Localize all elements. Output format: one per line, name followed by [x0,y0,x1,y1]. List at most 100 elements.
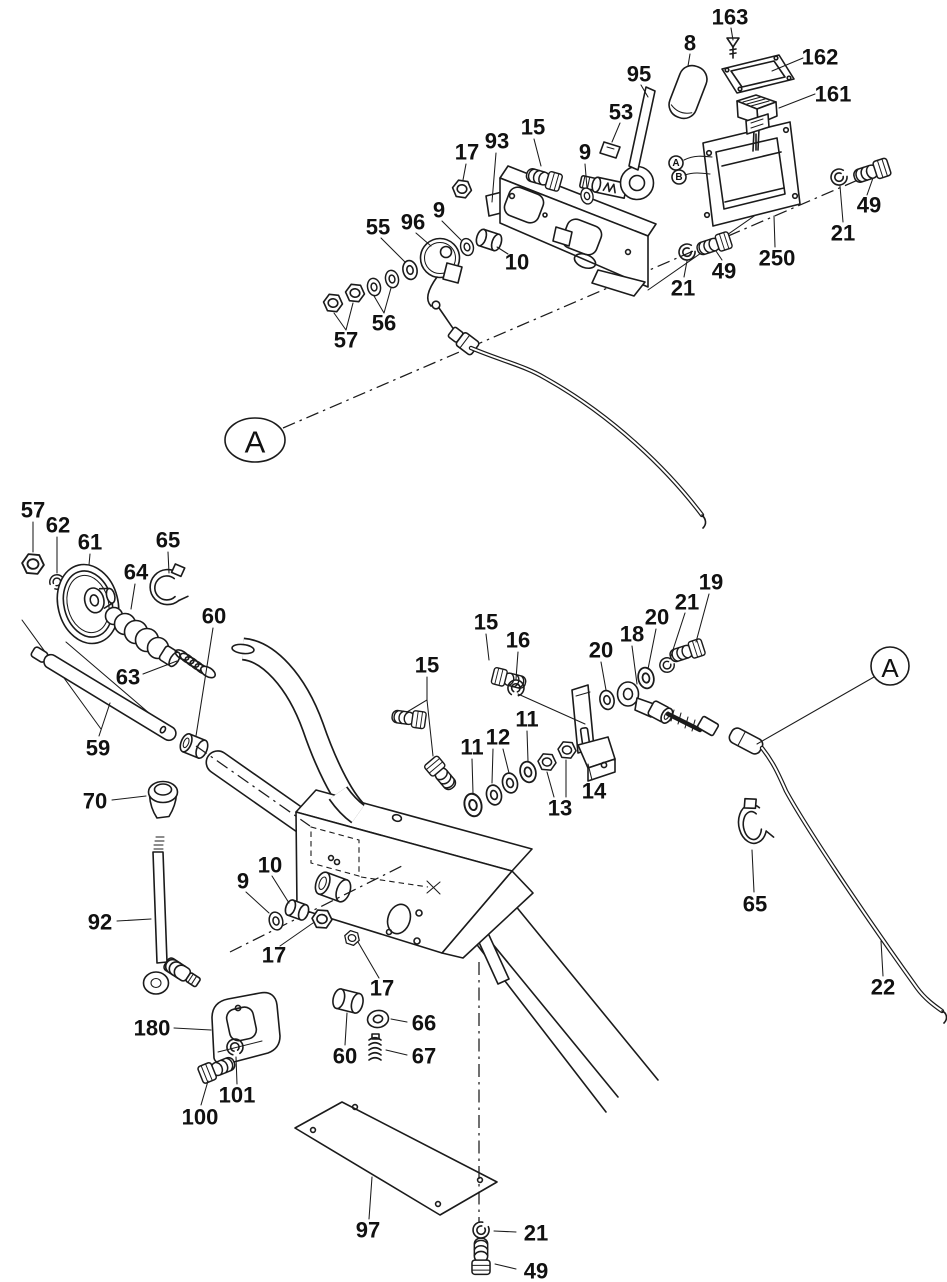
part-19-bolt [667,637,707,666]
part-9-washer-housing [266,909,286,933]
top-assembly [321,37,893,529]
part-70-knob [147,780,179,819]
part-162-plate [721,54,795,94]
part-63-spring [174,649,216,679]
part-label-8-1: 8 [684,31,696,56]
part-label-21-19: 21 [831,221,855,246]
part-10-bushing-top [475,228,503,252]
part-15-bolt-mid-a [490,666,529,693]
part-8-grip [668,64,708,120]
axis-line-view-a-top [282,179,859,429]
part-15-bolt-diagonal [422,754,461,794]
part-label-63-26: 63 [116,665,140,690]
part-97-plate [294,1101,498,1216]
part-96-cam-disc [419,237,463,335]
part-12-washer-a [483,782,505,808]
part-label-56-14: 56 [372,311,396,336]
part-22-cable [665,709,947,1024]
part-21-ring-left [676,241,698,263]
part-label-161-3: 161 [815,82,852,107]
part-label-97-54: 97 [356,1218,380,1243]
part-label-10-11: 10 [505,250,529,275]
part-label-61-23: 61 [78,530,102,555]
part-57-nut-bottom [20,552,46,576]
part-label-49-56: 49 [524,1259,548,1282]
part-label-100-50: 100 [182,1105,219,1130]
part-label-21-40: 21 [675,590,699,615]
view-a-right-circle [870,646,910,686]
part-label-20-39: 20 [645,605,669,630]
part-label-180-48: 180 [134,1016,171,1041]
clip-16-leader-line [517,693,586,725]
view-callouts: A A [224,417,910,686]
part-label-93-9: 93 [485,129,509,154]
view-a-top-label: A [245,425,266,460]
part-57-nuts-top [321,283,367,313]
part-61-wheel [56,563,120,645]
handlebar-centerline [195,745,311,827]
part-label-65-24: 65 [156,528,180,553]
part-180-bracket [211,991,281,1065]
handle-assembly [20,552,947,1276]
part-10-bushing-housing [284,899,310,921]
part-11-washer-b [517,759,539,785]
pivot-axis-dashed [229,865,403,953]
part-label-59-28: 59 [86,736,110,761]
part-label-250-18: 250 [759,246,796,271]
part-label-49-20: 49 [857,193,881,218]
part-56-washers [365,268,401,298]
view-a-top-circle [224,417,286,463]
part-17-nut-top [450,178,474,200]
wire-markers-layer: AB [668,155,713,185]
main-housing [295,789,534,959]
part-label-9-7: 9 [579,140,591,165]
part-14-bracket [571,684,616,782]
wire-marker-label-A: A [672,158,679,169]
part-18-link [616,681,674,724]
part-161-switch [736,94,778,151]
part-59-rod [30,646,177,742]
part-12-washer-b [499,770,521,796]
part-250-bracket [702,121,801,227]
part-label-10-45: 10 [258,853,282,878]
part-label-96-13: 96 [401,210,425,235]
part-label-57-21: 57 [21,498,45,523]
view-a-right-label: A [881,653,899,683]
part-label-21-16: 21 [671,276,695,301]
part-label-9-10: 9 [433,198,445,223]
view-a-right-leader [756,676,875,745]
part-60-bushing-lower [332,988,364,1014]
part-label-9-44: 9 [237,869,249,894]
part-label-60-51: 60 [333,1044,357,1069]
part-49-bolt-bottom [471,1237,491,1276]
part-65-clamp-right [737,797,775,845]
part-label-18-38: 18 [620,622,644,647]
part-label-13-35: 13 [548,796,572,821]
part-55-washer [400,258,420,282]
part-label-17-46: 17 [262,943,286,968]
handle-loop-tube-front [328,786,365,824]
wire-leads [683,155,713,176]
part-label-66-52: 66 [412,1011,436,1036]
part-95-lever-assembly [578,86,656,206]
part-label-95-4: 95 [627,62,651,87]
part-label-16-30: 16 [506,628,530,653]
part-label-20-37: 20 [589,638,613,663]
part-label-57-15: 57 [334,328,358,353]
part-17-nut-b [342,928,362,948]
part-11-washer-a [461,790,485,820]
part-label-70-42: 70 [83,789,107,814]
part-label-65-57: 65 [743,892,767,917]
part-label-22-58: 22 [871,975,895,1000]
part-label-17-47: 17 [370,976,394,1001]
part-label-62-22: 62 [46,513,70,538]
part-95-lever-rod [628,86,656,171]
part-label-162-2: 162 [802,45,839,70]
leader-lines [32,27,884,1270]
part-21-ring-right [828,166,850,188]
throttle-cable-upper [447,326,707,529]
part-label-53-5: 53 [609,100,633,125]
wire-marker-label-B: B [675,172,682,183]
